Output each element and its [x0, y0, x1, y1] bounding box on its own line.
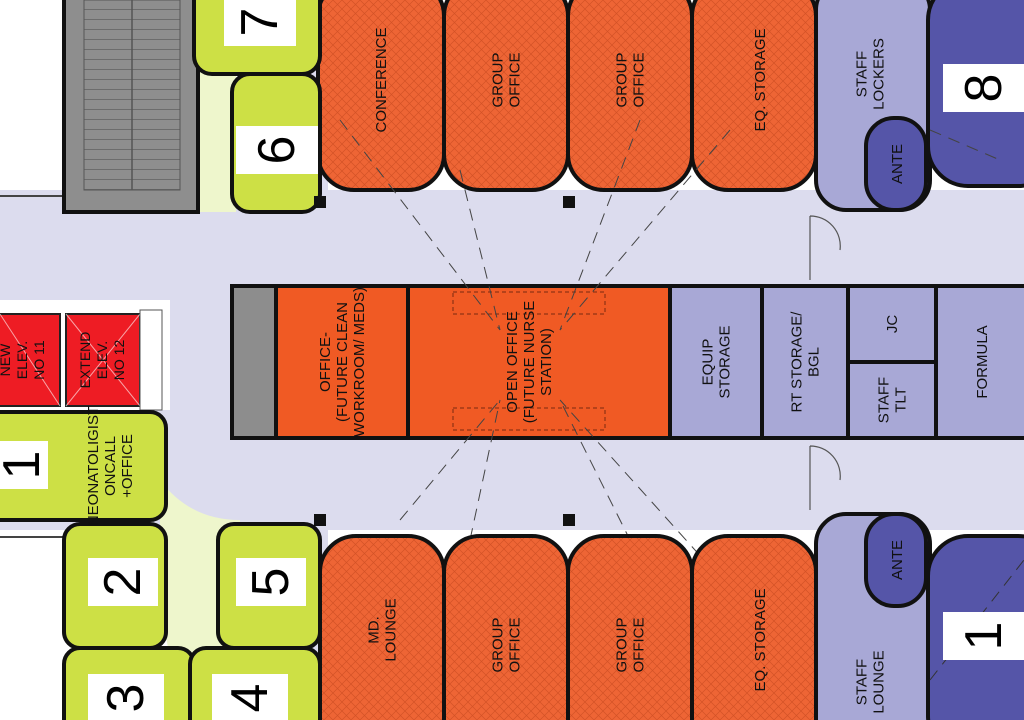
- room-number-8: 8: [955, 74, 1013, 103]
- room-number-1-left: 1: [0, 451, 51, 480]
- label-line: GROUP: [614, 52, 631, 107]
- label-line: MD.: [366, 616, 383, 644]
- label-line: STAFF: [876, 377, 893, 423]
- neonatologist-room: [0, 410, 168, 522]
- label-line: NEONATOLIGIST: [85, 406, 102, 526]
- label-line: FORMULA: [974, 325, 991, 398]
- label-line: NO 12: [111, 340, 127, 381]
- label-group-office-bot-1: GROUPOFFICE: [490, 617, 524, 672]
- label-line: TLT: [893, 387, 910, 413]
- label-staff-lounge: STAFFLOUNGE: [854, 650, 888, 713]
- label-line: STAFF: [854, 51, 871, 97]
- label-line: RT STORAGE/: [789, 311, 806, 413]
- label-ante-top: ANTE: [889, 144, 906, 184]
- label-line: GROUP: [614, 617, 631, 672]
- ante-bot-room: [864, 512, 928, 608]
- room-number-7: 7: [231, 8, 289, 37]
- label-line: EXTEND: [77, 332, 93, 389]
- label-md-lounge: MD.LOUNGE: [366, 598, 400, 661]
- lobby-pale-green-top: [196, 72, 236, 212]
- stairwell: [62, 0, 200, 214]
- label-line: OFFICE: [507, 53, 524, 108]
- room-number-4: 4: [221, 684, 279, 713]
- room-number-6: 6: [248, 136, 306, 165]
- column-2: [563, 196, 575, 208]
- label-ante-bot: ANTE: [889, 540, 906, 580]
- label-line: +OFFICE: [119, 434, 136, 498]
- label-group-office-top-2: GROUPOFFICE: [614, 52, 648, 107]
- label-line: BGL: [806, 347, 823, 377]
- label-line: EQUIP: [700, 339, 717, 386]
- dashed-lines: [339, 119, 1001, 601]
- label-eq-storage-top: EQ. STORAGE: [752, 28, 769, 131]
- label-staff-tlt: STAFFTLT: [876, 377, 910, 423]
- label-eq-storage-bot: EQ. STORAGE: [752, 588, 769, 691]
- label-new-elev: NEWELEV.NO 11: [0, 340, 47, 380]
- label-line: WORKROOM/ MEDS): [351, 287, 368, 437]
- label-line: JC: [884, 315, 901, 334]
- label-formula: FORMULA: [974, 325, 991, 398]
- label-line: ONCALL: [102, 436, 119, 496]
- label-group-office-bot-2: GROUPOFFICE: [614, 617, 648, 672]
- label-line: STATION): [538, 328, 555, 396]
- label-line: OFFICE: [631, 53, 648, 108]
- column-3: [314, 514, 326, 526]
- label-line: ELEV.: [14, 341, 30, 379]
- label-line: OFFICE: [631, 618, 648, 673]
- room-number-2: 2: [94, 568, 152, 597]
- column-4: [563, 514, 575, 526]
- room-number-5: 5: [242, 568, 300, 597]
- elevator-area: [0, 309, 163, 411]
- door-swing-2: [809, 445, 841, 510]
- label-line: ELEV.: [94, 341, 110, 379]
- label-line: LOUNGE: [383, 598, 400, 661]
- label-line: OFFICE-: [317, 332, 334, 392]
- label-line: OPEN OFFICE: [504, 311, 521, 413]
- label-staff-lockers: STAFFLOCKERS: [854, 38, 888, 110]
- ante-top-room: [864, 116, 928, 212]
- label-conference: CONFERENCE: [373, 27, 390, 132]
- label-group-office-top-1: GROUPOFFICE: [490, 52, 524, 107]
- label-line: ANTE: [889, 540, 906, 580]
- label-line: STAFF: [854, 659, 871, 705]
- label-line: NEW: [0, 343, 13, 376]
- label-line: CONFERENCE: [373, 27, 390, 132]
- label-line: LOUNGE: [871, 650, 888, 713]
- label-line: GROUP: [490, 52, 507, 107]
- room-number-3: 3: [97, 684, 155, 713]
- label-line: GROUP: [490, 617, 507, 672]
- room-number-1-right: 1: [955, 622, 1013, 651]
- label-rt-storage: RT STORAGE/BGL: [789, 311, 823, 413]
- label-line: OFFICE: [507, 618, 524, 673]
- label-line: NO 11: [31, 340, 47, 380]
- label-open-office: OPEN OFFICE(FUTURE NURSESTATION): [504, 301, 555, 424]
- label-line: LOCKERS: [871, 38, 888, 110]
- label-office-future-clean: OFFICE-(FUTURE CLEANWORKROOM/ MEDS): [317, 287, 368, 437]
- label-line: (FUTURE CLEAN: [334, 302, 351, 422]
- label-line: EQ. STORAGE: [752, 28, 769, 131]
- label-line: ANTE: [889, 144, 906, 184]
- label-jc: JC: [884, 315, 901, 334]
- door-swing-1: [809, 215, 841, 280]
- label-line: (FUTURE NURSE: [521, 301, 538, 424]
- central-island: [230, 284, 1024, 440]
- label-line: STORAGE: [717, 325, 734, 398]
- label-equip-storage: EQUIPSTORAGE: [700, 325, 734, 398]
- column-1: [314, 196, 326, 208]
- label-extend-elev: EXTENDELEV.NO 12: [77, 332, 127, 389]
- label-line: EQ. STORAGE: [752, 588, 769, 691]
- label-neonatologist: NEONATOLIGISTONCALL+OFFICE: [85, 406, 136, 526]
